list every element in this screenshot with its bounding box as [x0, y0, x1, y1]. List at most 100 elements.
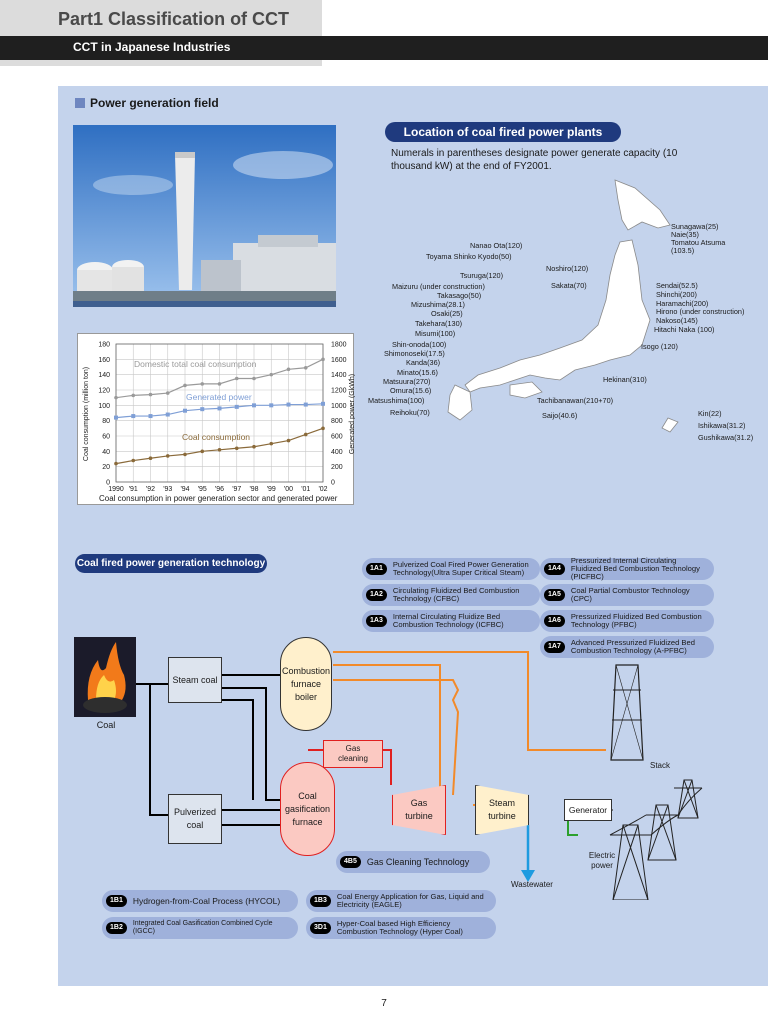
- stack-label: Stack: [649, 760, 670, 770]
- map-label: Gushikawa(31.2): [698, 433, 754, 442]
- series-label: Coal consumption: [182, 432, 250, 442]
- process-diagram: [74, 637, 703, 900]
- technology-text: Coal Partial Combustor Technology (CPC): [570, 586, 690, 603]
- power-plant-photo: [73, 125, 336, 307]
- section-title-text: Power generation field: [90, 96, 219, 110]
- map-label: Sendai(52.5): [656, 281, 698, 290]
- y2-tick-label: 400: [331, 449, 343, 456]
- technology-text: Gas Cleaning Technology: [366, 857, 470, 867]
- map-label: Osaki(25): [431, 309, 463, 318]
- wastewater-label: Wastewater: [511, 879, 553, 889]
- data-point: [131, 393, 136, 398]
- map-label: Mizushima(28.1): [411, 300, 465, 309]
- y2-tick-label: 0: [331, 480, 335, 487]
- y2-tick-label: 200: [331, 464, 343, 471]
- x-tick-label: '92: [146, 486, 155, 493]
- technology-code: 1A5: [544, 589, 565, 601]
- map-label: Haramachi(200): [656, 299, 709, 308]
- x-tick-label: '94: [180, 486, 189, 493]
- data-point: [286, 438, 291, 443]
- map-label: Shin-onoda(100): [392, 340, 447, 349]
- data-point: [286, 402, 291, 407]
- y2-tick-label: 1800: [331, 342, 347, 349]
- location-note: Numerals in parentheses designate power …: [391, 148, 678, 172]
- series-label: Generated power: [186, 392, 252, 402]
- technology-code: 1B3: [310, 895, 331, 907]
- technology-code: 1A6: [544, 615, 565, 627]
- map-label: Reihoku(70): [390, 408, 430, 417]
- gasification-box: Coal gasification furnace: [280, 762, 335, 856]
- technology-pill: 1A3 Internal Circulating Fluidize Bed Com…: [362, 610, 540, 632]
- map-label: Sakata(70): [551, 281, 587, 290]
- technology-text: Coal Energy Application for Gas, Liquid …: [336, 892, 484, 909]
- y-tick-label: 180: [98, 342, 110, 349]
- data-point: [165, 454, 170, 458]
- y-tick-label: 120: [98, 388, 110, 395]
- header-bar: [0, 36, 768, 60]
- y-tick-label: 20: [102, 464, 110, 471]
- header-underline: [0, 60, 322, 66]
- map-label: Tsuruga(120): [460, 271, 503, 280]
- y2-tick-label: 1200: [331, 388, 347, 395]
- data-point: [234, 376, 239, 381]
- data-point: [269, 403, 274, 408]
- data-point: [269, 441, 274, 446]
- technology-code: 4B5: [340, 856, 361, 868]
- map-label: Nanao Ota(120): [470, 241, 523, 250]
- map-label: Hekinan(310): [603, 375, 647, 384]
- technology-text: Pressurized Internal Circulating Fluidiz…: [570, 556, 700, 581]
- map-label: Misumi(100): [415, 329, 456, 338]
- y2-tick-label: 800: [331, 418, 343, 425]
- section-title: Power generation field: [75, 96, 219, 110]
- data-point: [303, 365, 308, 370]
- part-title: Part1 Classification of CCT: [58, 9, 290, 29]
- plot-area: [115, 343, 324, 483]
- data-point: [200, 382, 205, 386]
- data-point: [252, 403, 256, 408]
- map-label: Sunagawa(25): [671, 222, 719, 231]
- map-label: Tomatou Atsuma: [671, 238, 726, 247]
- map-label: Minato(15.6): [397, 368, 438, 377]
- technology-code: 1A3: [366, 615, 387, 627]
- pulverized-coal-box: Pulverized coal: [168, 794, 222, 844]
- x-tick-label: '95: [198, 486, 207, 493]
- location-title: Location of coal fired power plants: [385, 122, 621, 142]
- data-point: [131, 458, 136, 463]
- map-label: Matsushima(100): [368, 396, 425, 405]
- map-label: Nakoso(145): [656, 316, 698, 325]
- data-point: [286, 367, 291, 372]
- data-point: [321, 357, 325, 362]
- y-tick-label: 160: [98, 357, 110, 364]
- map-label: Isogo (120): [641, 342, 678, 351]
- y2-tick-label: 1400: [331, 372, 347, 379]
- map-label: Hirono (under construction): [656, 307, 745, 316]
- y2-axis-label: Generated power (GkWh): [349, 374, 355, 454]
- data-point: [234, 404, 239, 409]
- technology-text: Hyper-Coal based High Efficiency Combust…: [336, 919, 463, 936]
- data-point: [114, 461, 118, 466]
- technology-pill: 1A5 Coal Partial Combustor Technology (CP…: [540, 584, 714, 606]
- gas-cleaning-box: Gas cleaning: [323, 740, 383, 768]
- map-label: Saijo(40.6): [542, 411, 578, 420]
- coal-label: Coal: [96, 719, 116, 730]
- technology-text: Internal Circulating Fluidize Bed Combus…: [392, 612, 504, 629]
- data-point: [148, 392, 153, 397]
- boiler-box: Combustion furnace boiler: [280, 637, 332, 731]
- x-tick-label: '98: [249, 486, 258, 493]
- map-label: Takehara(130): [415, 319, 463, 328]
- generator-box: Generator: [564, 799, 612, 821]
- technology-text: Advanced Pressurized Fluidized Bed Combu…: [570, 638, 695, 655]
- data-point: [131, 414, 136, 419]
- map-label: Omura(15.6): [390, 386, 432, 395]
- data-point: [217, 448, 222, 452]
- x-tick-label: '01: [301, 486, 310, 493]
- map-label: Hitachi Naka (100): [654, 325, 715, 334]
- technology-code: 1B1: [106, 895, 127, 907]
